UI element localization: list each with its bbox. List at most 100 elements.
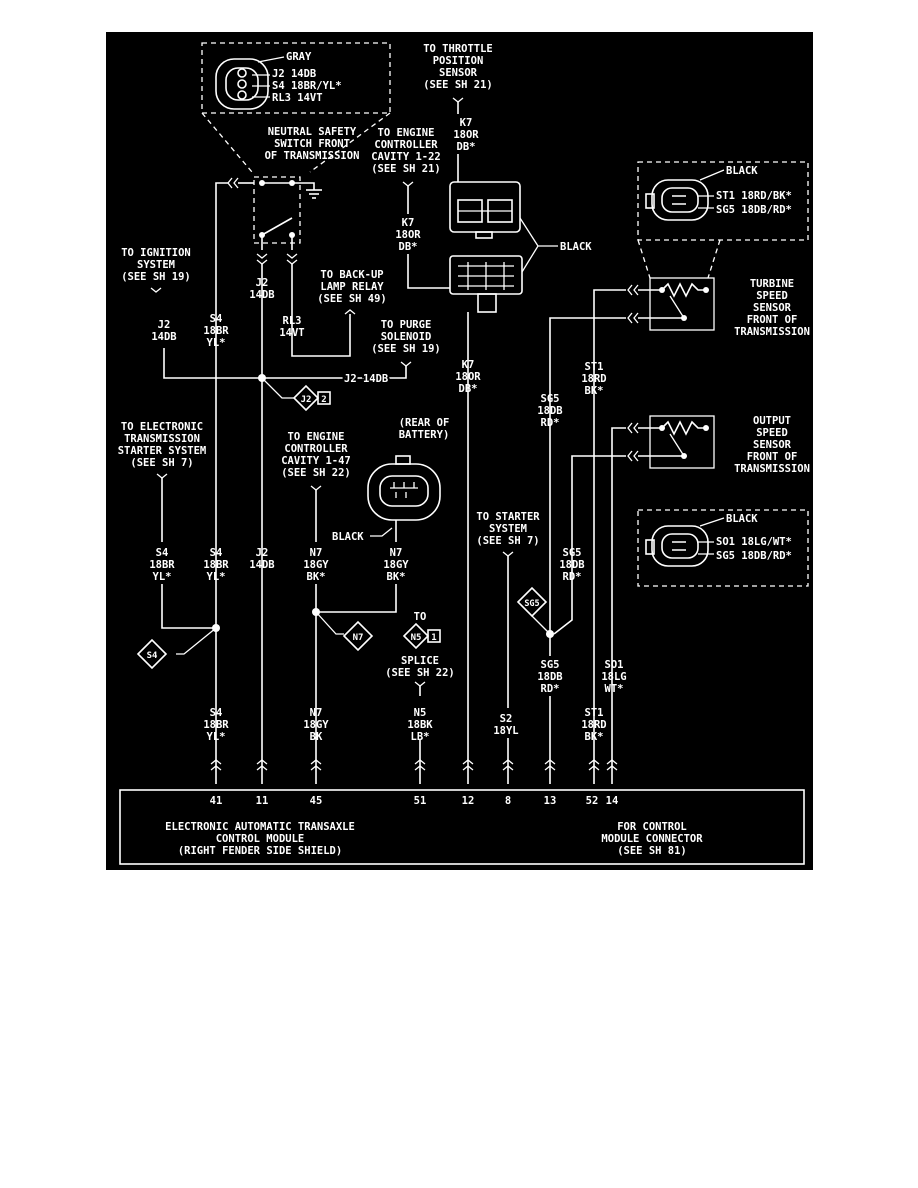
svg-text:(SEE SH 19): (SEE SH 19)	[121, 271, 191, 283]
resistor-icon	[661, 282, 706, 298]
relay-connector-upper	[449, 181, 521, 239]
svg-text:18BR: 18BR	[203, 325, 229, 337]
svg-text:RD*: RD*	[541, 683, 560, 695]
connector-symbol	[286, 253, 298, 265]
svg-text:OF TRANSMISSION: OF TRANSMISSION	[265, 150, 360, 162]
svg-text:BK*: BK*	[307, 571, 326, 583]
wiring-diagram: GRAY J2 14DB S4 18BR/YL* RL3 14VT NEUTRA…	[106, 32, 813, 870]
inset-callout-line	[201, 112, 253, 173]
svg-text:SG5: SG5	[541, 393, 560, 405]
svg-text:18BR: 18BR	[203, 719, 229, 731]
connector-symbol	[256, 253, 268, 265]
svg-text:2: 2	[321, 395, 326, 405]
turbine-speed-sensor: TURBINE SPEED SENSOR FRONT OF TRANSMISSI…	[649, 277, 810, 338]
svg-text:CAVITY 1-22: CAVITY 1-22	[371, 151, 441, 163]
wire-so1	[611, 427, 626, 784]
output-speed-sensor: OUTPUT SPEED SENSOR FRONT OF TRANSMISSIO…	[649, 415, 810, 475]
svg-text:14DB: 14DB	[249, 559, 274, 571]
ref-ignition: TO IGNITION SYSTEM (SEE SH 19) J2 14DB	[121, 247, 191, 343]
svg-text:SO1 18LG/WT*: SO1 18LG/WT*	[716, 536, 792, 548]
pin-45: 45	[310, 795, 323, 807]
svg-text:DB*: DB*	[459, 383, 478, 395]
svg-text:FRONT OF: FRONT OF	[747, 314, 798, 326]
svg-text:BLACK: BLACK	[726, 513, 758, 525]
switch-housing	[253, 176, 301, 244]
nss-pin-label: S4 18BR/YL*	[272, 80, 342, 92]
pin-8: 8	[505, 795, 511, 807]
svg-text:N7: N7	[353, 633, 364, 643]
svg-text:18DB: 18DB	[537, 405, 562, 417]
svg-text:BK*: BK*	[387, 571, 406, 583]
leader	[257, 56, 285, 63]
svg-text:18LG: 18LG	[601, 671, 626, 683]
pin-52: 52	[586, 795, 599, 807]
pin-11: 11	[256, 795, 269, 807]
svg-text:18GY: 18GY	[303, 719, 329, 731]
svg-text:S4: S4	[210, 313, 223, 325]
j2-horizontal-label: J2 14DB	[344, 373, 388, 385]
svg-text:TO PURGE: TO PURGE	[381, 319, 432, 331]
svg-text:BK: BK	[310, 731, 323, 743]
nss-inset-border	[201, 42, 391, 114]
svg-text:NEUTRAL SAFETY: NEUTRAL SAFETY	[268, 126, 357, 138]
svg-text:SENSOR: SENSOR	[439, 67, 478, 79]
svg-text:18BR: 18BR	[149, 559, 175, 571]
svg-text:(SEE SH 22): (SEE SH 22)	[281, 467, 351, 479]
svg-text:J2: J2	[301, 395, 312, 405]
svg-text:YL*: YL*	[153, 571, 172, 583]
svg-text:LAMP RELAY: LAMP RELAY	[320, 281, 384, 293]
svg-text:S4: S4	[147, 651, 158, 661]
nss-pin	[237, 90, 247, 100]
svg-text:ELECTRONIC AUTOMATIC TRANSAXLE: ELECTRONIC AUTOMATIC TRANSAXLE	[165, 821, 355, 833]
svg-text:YL*: YL*	[207, 571, 226, 583]
svg-text:SG5 18DB/RD*: SG5 18DB/RD*	[716, 550, 792, 562]
nss-pin-label: RL3 14VT	[272, 92, 323, 104]
svg-text:(SEE SH 7): (SEE SH 7)	[130, 457, 193, 469]
splice-tag-sg5: SG5	[516, 586, 548, 618]
ref-splice-n5: TO N5 1 SPLICE (SEE SH 22)	[385, 611, 455, 687]
wire-sg5-turbine	[549, 317, 626, 632]
ref-engine-controller-147: TO ENGINE CONTROLLER CAVITY 1-47 (SEE SH…	[281, 431, 351, 491]
inset-callout-line	[309, 112, 391, 173]
svg-text:18RD: 18RD	[581, 373, 606, 385]
control-module: 41 11 45 51 12 8 13 52 14 ELECTRONIC AUT…	[119, 789, 805, 865]
wire-s4	[215, 182, 228, 784]
splice-tag-s4: S4	[136, 638, 168, 670]
svg-text:RD*: RD*	[541, 417, 560, 429]
svg-text:SO1: SO1	[605, 659, 624, 671]
svg-text:OUTPUT: OUTPUT	[753, 415, 791, 427]
ref-backup-lamp: TO BACK-UP LAMP RELAY (SEE SH 49)	[317, 269, 387, 315]
svg-text:TRANSMISSION: TRANSMISSION	[124, 433, 200, 445]
svg-text:BK*: BK*	[585, 385, 604, 397]
battery-connector: (REAR OF BATTERY) BLACK	[332, 417, 449, 543]
svg-text:YL*: YL*	[207, 337, 226, 349]
svg-text:18OR: 18OR	[395, 229, 421, 241]
svg-text:18OR: 18OR	[455, 371, 481, 383]
svg-text:WT*: WT*	[605, 683, 624, 695]
nss-connector-view: GRAY J2 14DB S4 18BR/YL* RL3 14VT	[201, 42, 391, 173]
svg-text:14DB: 14DB	[151, 331, 176, 343]
svg-text:SPEED: SPEED	[756, 427, 788, 439]
pin-51: 51	[414, 795, 427, 807]
nss-pin	[237, 68, 247, 78]
switch-blade	[261, 217, 293, 236]
svg-text:POSITION: POSITION	[433, 55, 484, 67]
svg-text:K7: K7	[462, 359, 475, 371]
svg-text:SYSTEM: SYSTEM	[137, 259, 175, 271]
wire-rl3	[291, 264, 351, 357]
wire-j2-horizontal	[163, 348, 407, 379]
splice-tag-n7: N7	[342, 620, 374, 652]
svg-text:N7: N7	[310, 547, 323, 559]
svg-text:J2: J2	[158, 319, 171, 331]
svg-text:TRANSMISSION: TRANSMISSION	[734, 463, 810, 475]
svg-text:(SEE SH 7): (SEE SH 7)	[476, 535, 539, 547]
svg-text:18GY: 18GY	[383, 559, 409, 571]
svg-text:SWITCH FRONT: SWITCH FRONT	[274, 138, 350, 150]
svg-text:18OR: 18OR	[453, 129, 479, 141]
svg-text:FOR CONTROL: FOR CONTROL	[617, 821, 687, 833]
ref-starter-system: TO ELECTRONIC TRANSMISSION STARTER SYSTE…	[118, 421, 216, 629]
svg-text:N7: N7	[390, 547, 403, 559]
svg-text:RL3: RL3	[283, 315, 302, 327]
svg-text:ST1 18RD/BK*: ST1 18RD/BK*	[716, 190, 792, 202]
svg-text:TO: TO	[414, 611, 427, 623]
